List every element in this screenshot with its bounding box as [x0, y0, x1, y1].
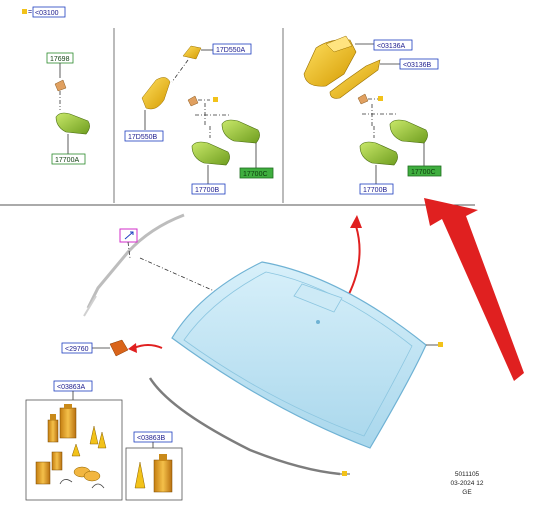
weatherstrip-icon — [148, 377, 341, 476]
part-label-03136b: <03136B — [403, 62, 432, 69]
rearview-mirror-c-right-icon — [389, 119, 428, 144]
sensor-area — [293, 283, 343, 313]
legend-marker-icon — [22, 9, 27, 14]
part-label-03863a: <03863A — [57, 384, 86, 391]
kit-a-frame — [25, 399, 123, 501]
legend-ref-label: <03100 — [35, 10, 59, 17]
nozzle-icon — [134, 461, 146, 489]
kit-a: <03863A — [25, 380, 123, 501]
doc-info: 5011105 03-2024 12 GE — [451, 471, 484, 496]
part-label-17700c-mid: 17700C — [243, 171, 268, 178]
part-label-17700c-right: 17700C — [411, 169, 436, 176]
mount-pad-icon — [187, 95, 199, 107]
primer-bottle-icon — [47, 419, 59, 443]
sensor-cover-lower-icon — [329, 59, 381, 99]
part-tag-17700c-right[interactable] — [407, 165, 442, 177]
mirror-mount-pad-icon — [54, 79, 67, 92]
rearview-mirror-b-right-icon — [359, 141, 398, 166]
part-label-17d550b: 17D550B — [128, 134, 158, 141]
rearview-mirror-c-icon — [221, 119, 260, 144]
part-label-17d550a: 17D550A — [216, 47, 246, 54]
mount-pad-right-icon — [357, 93, 369, 105]
panel-left: 17698 17700A — [46, 52, 90, 165]
wire-tool-icon — [59, 479, 105, 489]
doc-lang: GE — [462, 489, 472, 496]
panel-dividers — [0, 28, 475, 206]
part-label-03136a: <03136A — [377, 43, 406, 50]
part-label-03863b: <03863B — [137, 435, 166, 442]
annotation-arrow — [424, 198, 524, 381]
applicator-nozzle-icon — [89, 425, 99, 445]
part-tag-17d550a[interactable] — [212, 43, 252, 55]
cartridge-icon — [153, 459, 173, 493]
part-label-17700a: 17700A — [55, 157, 79, 164]
roof-pillar-outline — [86, 213, 185, 309]
rain-sensor-pad-icon — [109, 339, 129, 357]
rearview-mirror-icon — [55, 112, 90, 135]
cleaner-bottle-icon — [35, 461, 51, 485]
part-tag-03136b[interactable] — [399, 58, 439, 70]
part-tag-17700a[interactable] — [51, 153, 86, 165]
part-tag-17700b-mid[interactable] — [191, 183, 226, 195]
curved-arrow-up — [347, 225, 361, 297]
kit-b: <03863B — [125, 431, 183, 501]
adhesive-cartridge-icon — [59, 407, 77, 439]
part-label-17698: 17698 — [50, 56, 70, 63]
panel-right: <03136A <03136B 17700C 17700B — [303, 35, 442, 195]
svg-text:=: = — [28, 9, 32, 16]
panel-mid: 17D550A 17D550B 17700C 17700B — [124, 43, 274, 195]
reference-marker-glass-icon — [438, 342, 443, 347]
windshield-group: <29760 — [61, 213, 443, 476]
windshield-glass — [171, 261, 427, 449]
legend-ref-box[interactable] — [32, 6, 66, 18]
mirror-cover-bottom-icon — [141, 77, 171, 110]
red-arrow-icon — [424, 198, 524, 381]
part-label-17700b-mid: 17700B — [195, 187, 219, 194]
mirror-cover-top-icon — [182, 45, 202, 60]
legend: = <03100 — [22, 6, 66, 18]
doc-date: 03-2024 12 — [451, 480, 484, 487]
part-label-17700b-right: 17700B — [363, 187, 387, 194]
part-tag-17700c-mid[interactable] — [239, 167, 274, 179]
part-tag-29760[interactable] — [61, 342, 93, 354]
kit-b-frame — [125, 447, 183, 501]
sensor-cover-upper-icon — [303, 39, 357, 87]
rearview-mirror-b-icon — [191, 141, 230, 166]
part-tag-03136a[interactable] — [373, 39, 413, 51]
reference-marker-right-icon — [378, 96, 383, 101]
curved-arrow-left — [133, 344, 163, 349]
part-tag-17d550b[interactable] — [124, 130, 164, 142]
part-tag-17700b-right[interactable] — [359, 183, 394, 195]
reference-marker-icon — [213, 97, 218, 102]
pencil-icon — [124, 231, 134, 240]
doc-number: 5011105 — [455, 471, 480, 478]
part-label-29760: <29760 — [65, 346, 89, 353]
